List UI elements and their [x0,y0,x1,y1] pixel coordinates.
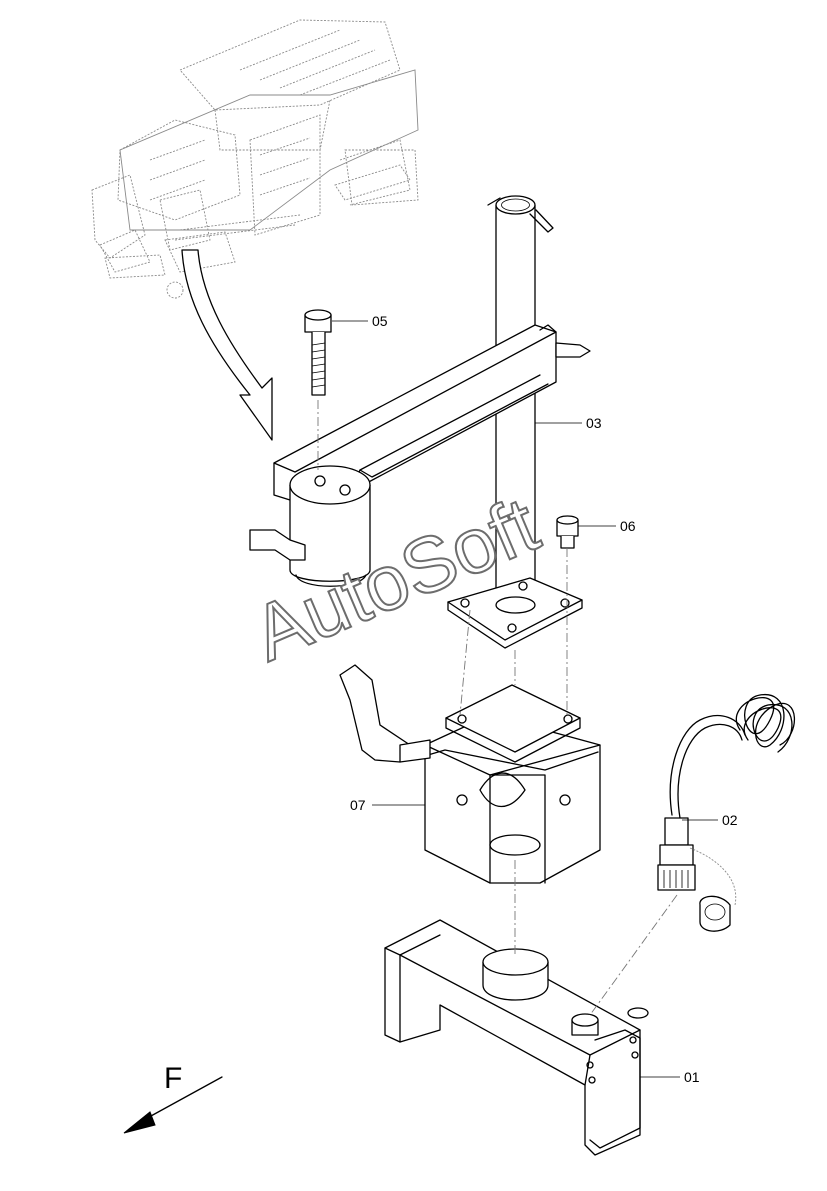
direction-indicator: F [123,1062,223,1134]
horizontal-arm [249,324,591,587]
small-screw [556,515,579,549]
callout-05: 05 [372,313,388,329]
machine-overview [91,19,419,299]
direction-label: F [164,1062,182,1095]
callout-labels: 05 03 06 07 02 01 [350,313,738,1085]
callout-03: 03 [586,415,602,431]
callout-07: 07 [350,797,366,813]
mast-base-plate [447,577,583,649]
sensor-cable [657,694,796,932]
callout-02: 02 [722,812,738,828]
callout-leaders [332,320,718,1078]
base-bracket [384,919,649,1156]
cap-screw [304,309,332,396]
clamp-block [339,664,601,884]
callout-06: 06 [620,518,636,534]
callout-01: 01 [684,1069,700,1085]
pointer-arrow [181,249,273,441]
assembly-guide-lines [317,400,678,1016]
